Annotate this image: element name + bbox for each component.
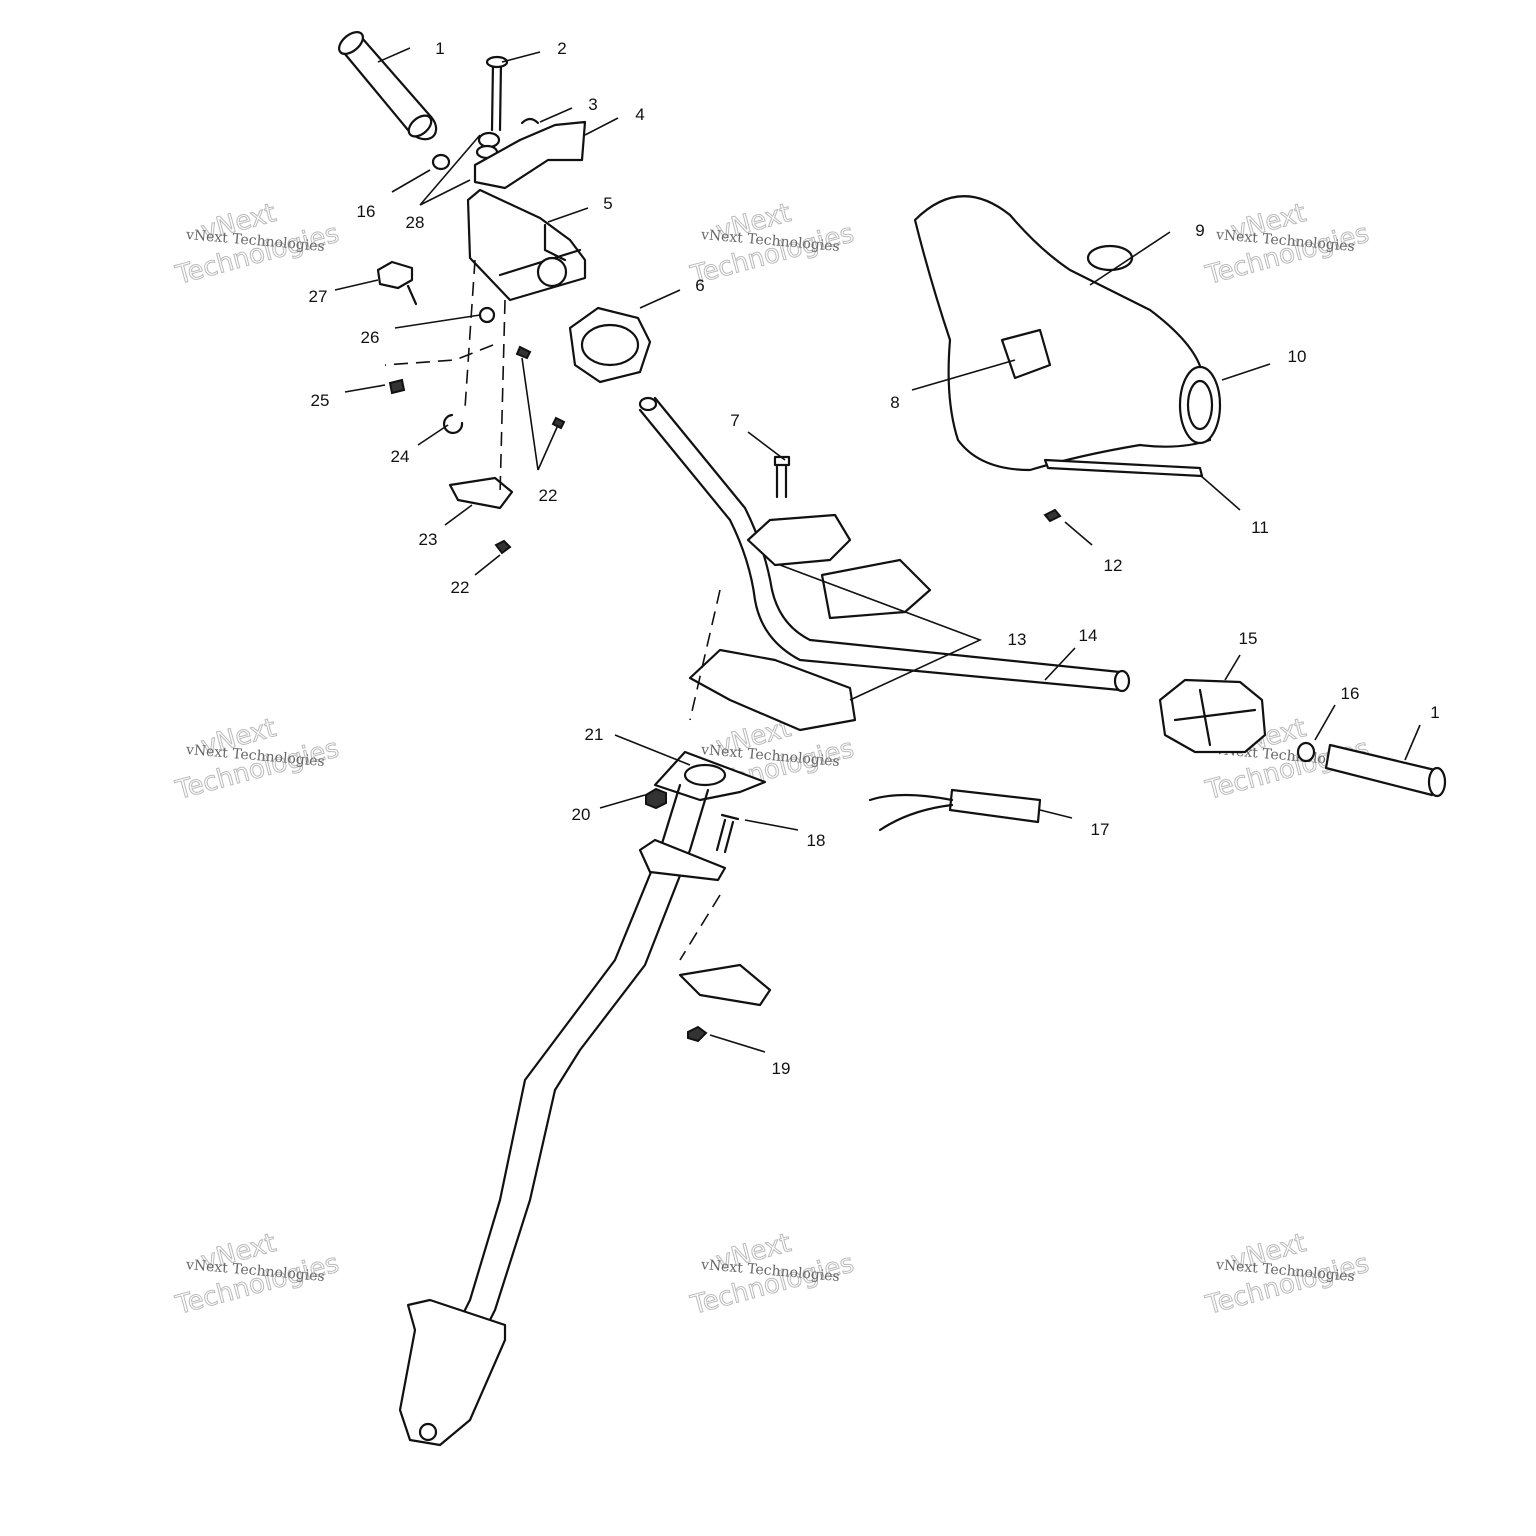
bracket	[678, 963, 772, 1007]
callout-22-upper: 22	[539, 486, 558, 505]
throttle-housing	[466, 188, 587, 302]
callout-7: 7	[730, 411, 739, 430]
nut-19	[687, 1025, 708, 1043]
handlebar-clamps	[688, 513, 932, 732]
bolt-18	[715, 813, 740, 854]
speedometer-housing	[568, 306, 652, 384]
callout-labels: 1 2 3 4 5 6 7 8 9 10 11 12 13 14 15 16 1…	[309, 39, 1440, 1078]
callout-21: 21	[585, 725, 604, 744]
screws	[515, 345, 566, 430]
callout-26: 26	[361, 328, 380, 347]
bushing-right	[1296, 741, 1316, 763]
nut-25	[388, 378, 406, 395]
nut-20	[645, 787, 667, 810]
callout-11: 11	[1251, 518, 1269, 537]
callout-10: 10	[1288, 347, 1307, 366]
callout-25: 25	[311, 391, 330, 410]
callout-22-lower: 22	[451, 578, 470, 597]
grip-left	[338, 31, 438, 141]
screw-22	[494, 539, 512, 555]
pivot-pin	[475, 55, 509, 160]
callout-1: 1	[435, 39, 444, 58]
callout-9: 9	[1195, 221, 1204, 240]
grip-right	[1324, 743, 1447, 798]
callout-2: 2	[557, 39, 566, 58]
clip	[520, 117, 540, 125]
callout-24: 24	[391, 447, 410, 466]
callout-6: 6	[695, 276, 704, 295]
screw-12	[1043, 508, 1062, 523]
callout-20: 20	[572, 805, 591, 824]
e-clip	[442, 413, 464, 435]
steering-column	[398, 750, 767, 1447]
cover-plate	[448, 476, 514, 510]
callout-23: 23	[419, 530, 438, 549]
throttle-lever	[473, 120, 587, 190]
bushing	[431, 153, 451, 171]
callout-18: 18	[807, 831, 826, 850]
callout-1-right: 1	[1430, 703, 1439, 722]
callout-28: 28	[406, 213, 425, 232]
callout-4: 4	[635, 105, 644, 124]
callout-27: 27	[309, 287, 328, 306]
callout-15: 15	[1239, 629, 1258, 648]
callout-14: 14	[1079, 626, 1098, 645]
callout-13: 13	[1008, 630, 1027, 649]
callout-5: 5	[603, 194, 612, 213]
callout-8: 8	[890, 393, 899, 412]
callout-16-left: 16	[357, 202, 376, 221]
ball	[478, 306, 496, 324]
callout-12: 12	[1104, 556, 1123, 575]
switch-screw	[406, 284, 418, 306]
handlebar	[638, 396, 1131, 693]
callout-19: 19	[772, 1059, 791, 1078]
callout-17: 17	[1091, 820, 1110, 839]
handlebar-pad	[913, 195, 1222, 472]
heater-element	[868, 788, 1042, 832]
leader-lines	[334, 47, 1421, 1053]
callout-3: 3	[588, 95, 597, 114]
bolt-7	[773, 455, 791, 499]
switch	[376, 260, 414, 290]
switch-housing-right	[1158, 678, 1267, 754]
callout-16-right: 16	[1341, 684, 1360, 703]
pad-strip	[1043, 458, 1204, 478]
